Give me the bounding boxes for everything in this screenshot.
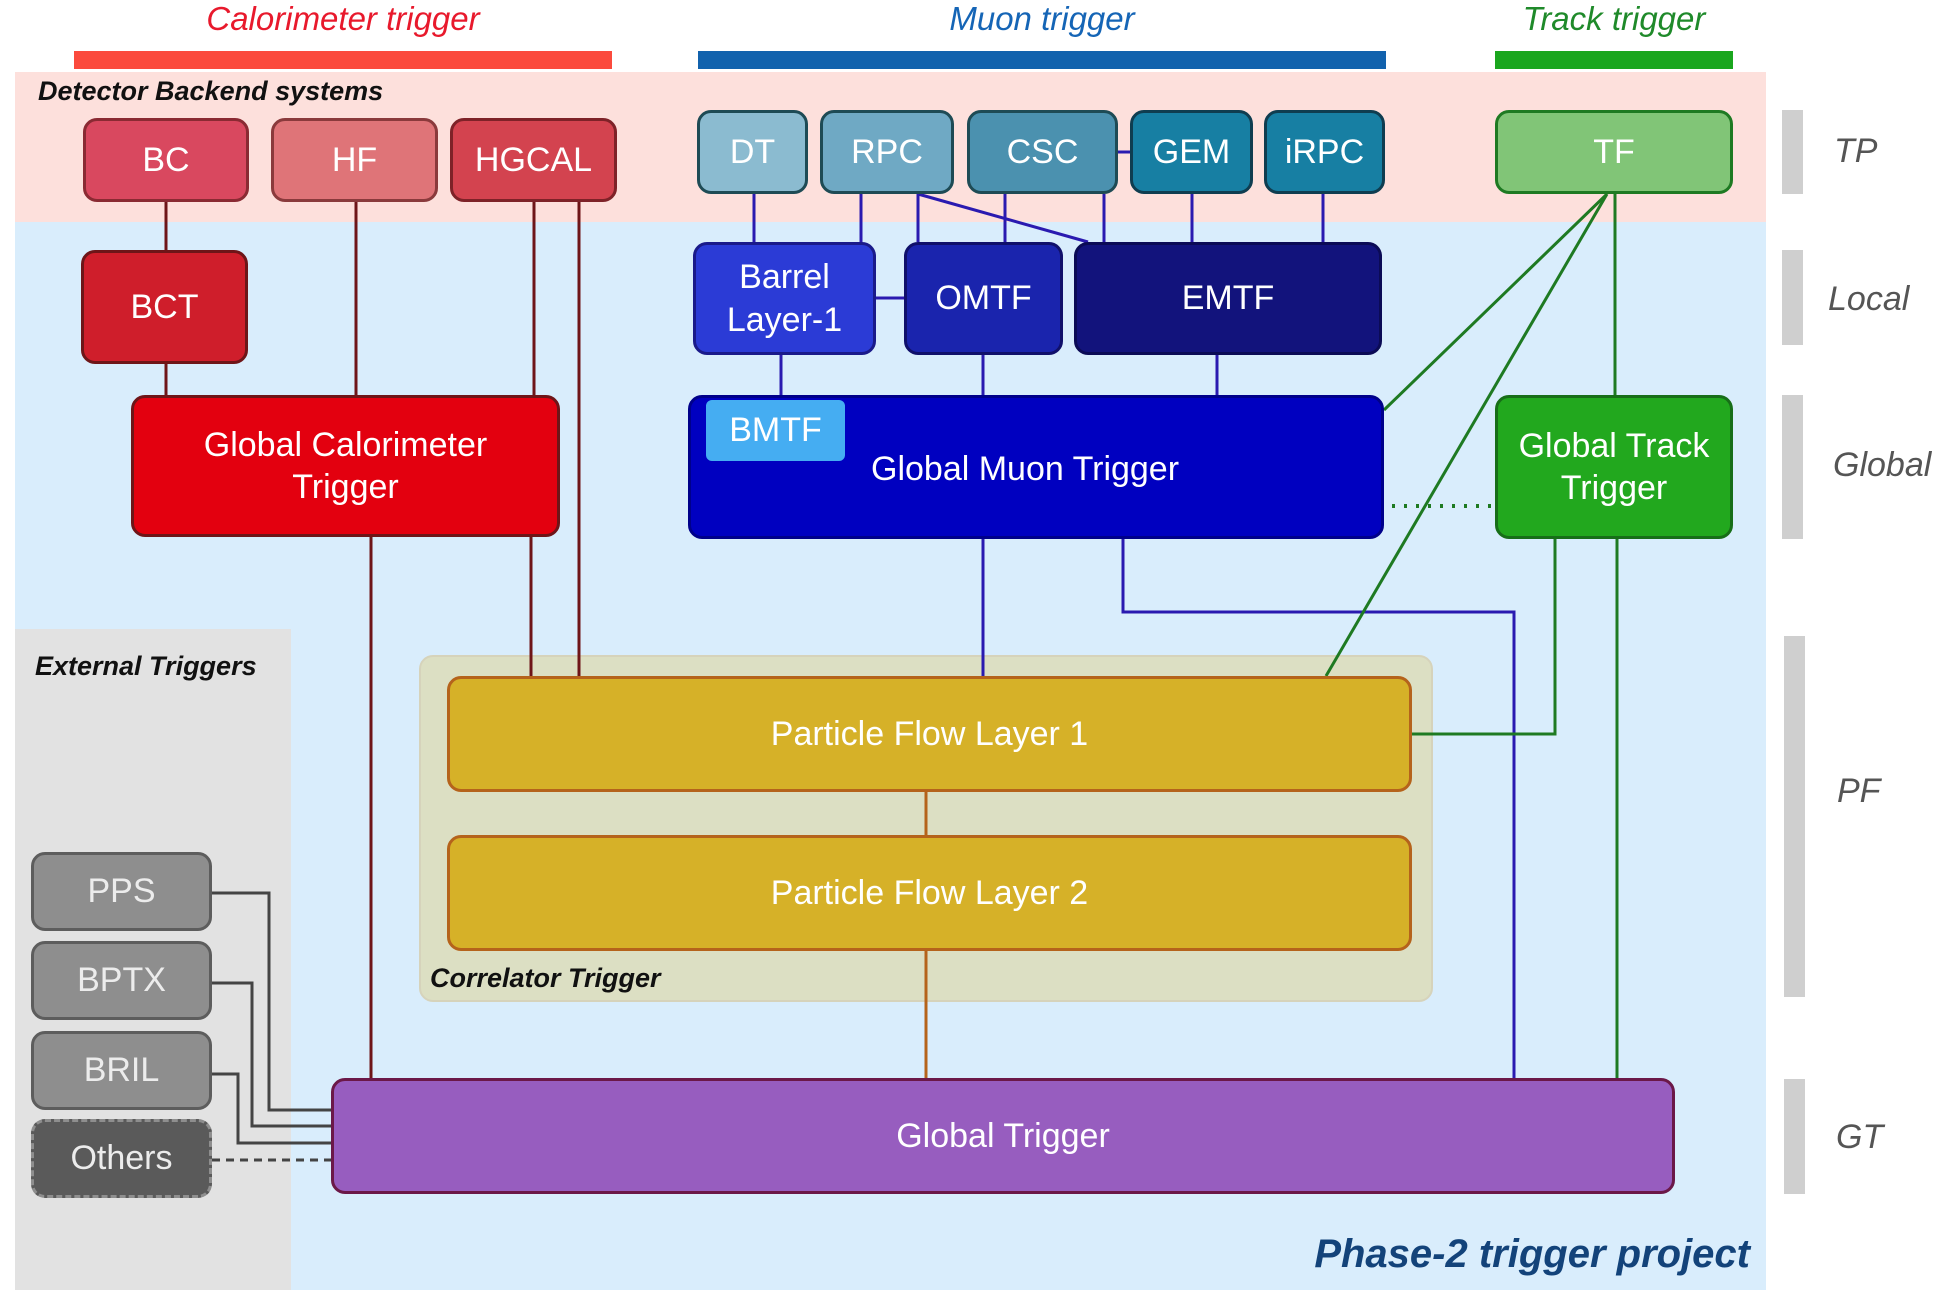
node-bct[interactable]: BCT: [81, 250, 248, 364]
diagram-title: Phase-2 trigger project: [1314, 1232, 1750, 1276]
node-particle-flow-layer-1[interactable]: Particle Flow Layer 1: [447, 676, 1412, 792]
level-label-pf: PF: [1837, 772, 1881, 810]
calorimeter-trigger-header: Calorimeter trigger: [206, 0, 480, 37]
level-bar-global: [1782, 395, 1803, 539]
muon-trigger-bar: [698, 51, 1386, 69]
node-bril[interactable]: BRIL: [31, 1031, 212, 1110]
node-dt[interactable]: DT: [697, 110, 808, 194]
level-bar-pf: [1784, 636, 1805, 997]
node-irpc[interactable]: iRPC: [1264, 110, 1385, 194]
level-label-gt: GT: [1836, 1118, 1884, 1156]
node-global-calorimeter-trigger[interactable]: Global Calorimeter Trigger: [131, 395, 560, 537]
node-bmtf[interactable]: BMTF: [706, 400, 845, 461]
external-triggers-label: External Triggers: [35, 651, 257, 681]
node-global-trigger[interactable]: Global Trigger: [331, 1078, 1675, 1194]
node-particle-flow-layer-2[interactable]: Particle Flow Layer 2: [447, 835, 1412, 951]
level-label-tp: TP: [1834, 132, 1878, 170]
node-bc[interactable]: BC: [83, 118, 249, 202]
level-bar-tp: [1782, 110, 1803, 194]
level-label-global: Global: [1833, 446, 1932, 484]
level-bar-local: [1782, 250, 1803, 345]
node-csc[interactable]: CSC: [967, 110, 1118, 194]
node-hf[interactable]: HF: [271, 118, 438, 202]
node-barrel-layer-1[interactable]: Barrel Layer-1: [693, 242, 876, 355]
node-bptx[interactable]: BPTX: [31, 941, 212, 1020]
calorimeter-trigger-bar: [74, 51, 612, 69]
node-global-track-trigger[interactable]: Global Track Trigger: [1495, 395, 1733, 539]
node-pps[interactable]: PPS: [31, 852, 212, 931]
level-bar-gt: [1784, 1079, 1805, 1194]
node-rpc[interactable]: RPC: [820, 110, 954, 194]
node-tf[interactable]: TF: [1495, 110, 1733, 194]
correlator-trigger-label: Correlator Trigger: [430, 963, 661, 993]
track-trigger-bar: [1495, 51, 1733, 69]
node-others[interactable]: Others: [31, 1119, 212, 1198]
node-omtf[interactable]: OMTF: [904, 242, 1063, 355]
node-emtf[interactable]: EMTF: [1074, 242, 1382, 355]
level-label-local: Local: [1828, 280, 1910, 318]
muon-trigger-header: Muon trigger: [949, 0, 1135, 37]
track-trigger-header: Track trigger: [1522, 0, 1706, 37]
global-muon-trigger-label: Global Muon Trigger: [871, 450, 1180, 488]
node-gem[interactable]: GEM: [1130, 110, 1253, 194]
detector-backend-label: Detector Backend systems: [38, 76, 384, 106]
node-hgcal[interactable]: HGCAL: [450, 118, 617, 202]
